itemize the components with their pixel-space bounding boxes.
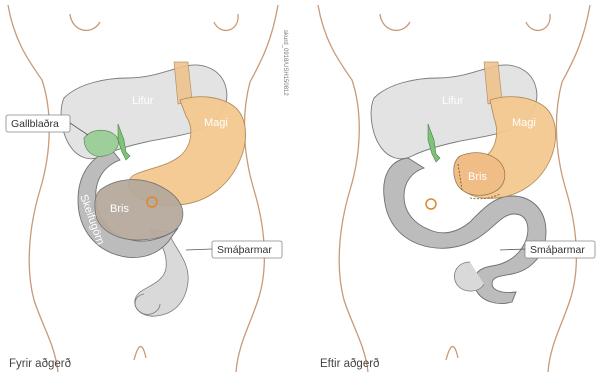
- caption-after: Eftir aðgerð: [320, 358, 379, 370]
- gallbladder: [84, 130, 118, 156]
- source-id: skurd_0918/USH150812: [282, 30, 288, 96]
- label-liver-after: Lifur: [442, 95, 464, 107]
- torso-outline-after: [318, 5, 590, 372]
- callout-intestine-after: Smáþarmar: [530, 244, 585, 256]
- panel-before: Lifur Magi Bris Skeifugörn Gallblaðra Sm…: [6, 5, 288, 372]
- label-liver: Lifur: [132, 95, 154, 107]
- label-stomach: Magi: [204, 117, 228, 129]
- label-stomach-after: Magi: [512, 117, 536, 129]
- callout-intestine: Smáþarmar: [217, 244, 272, 256]
- label-pancreas-after: Bris: [468, 171, 487, 183]
- label-pancreas: Bris: [110, 203, 129, 215]
- caption-before: Fyrir aðgerð: [9, 358, 71, 370]
- callout-gallbladder: Gallblaðra: [11, 118, 59, 130]
- panel-after: Lifur Magi Bris Smáþarmar: [318, 5, 595, 372]
- callout-line-intestine: [186, 249, 212, 250]
- ampulla-ring-after: [426, 199, 436, 209]
